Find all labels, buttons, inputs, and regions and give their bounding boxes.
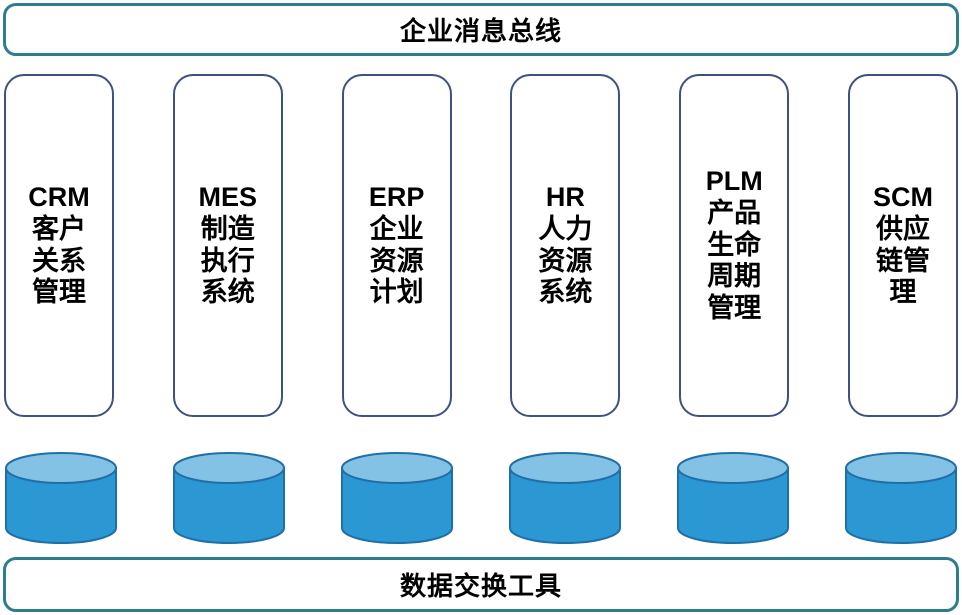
- database-cylinder-erp: [339, 450, 455, 546]
- system-card-erp-label: ERP 企业 资源 计划: [368, 181, 425, 308]
- system-card-erp: ERP 企业 资源 计划: [341, 74, 452, 417]
- database-cylinder-icon: [677, 452, 789, 544]
- database-cylinder-plm: [675, 450, 791, 546]
- database-cylinder-crm: [3, 450, 119, 546]
- databases-row: [3, 450, 959, 546]
- database-cylinder-icon: [5, 452, 117, 544]
- system-card-plm: PLM 产品 生命 周期 管理: [679, 74, 790, 417]
- database-cylinder-mes: [171, 450, 287, 546]
- database-cylinder-hr: [507, 450, 623, 546]
- database-cylinder-scm: [843, 450, 959, 546]
- data-exchange-tool-label: 数据交换工具: [399, 571, 562, 601]
- enterprise-message-bus-label: 企业消息总线: [399, 16, 562, 46]
- system-card-mes-label: MES 制造 执行 系统: [198, 181, 258, 308]
- database-cylinder-icon: [845, 452, 957, 544]
- system-card-crm-label: CRM 客户 关系 管理: [28, 181, 90, 308]
- database-cylinder-icon: [173, 452, 285, 544]
- system-card-mes: MES 制造 执行 系统: [172, 74, 283, 417]
- system-card-hr-label: HR 人力 资源 系统: [538, 181, 593, 308]
- systems-row: CRM 客户 关系 管理 MES 制造 执行 系统 ERP 企业 资源 计划 H…: [4, 74, 958, 417]
- database-cylinder-icon: [341, 452, 453, 544]
- system-card-plm-label: PLM 产品 生命 周期 管理: [705, 165, 763, 324]
- system-card-scm-label: SCM 供应 链管 理: [872, 181, 933, 308]
- system-card-scm: SCM 供应 链管 理: [847, 74, 958, 417]
- enterprise-message-bus: 企业消息总线: [3, 3, 959, 56]
- system-card-crm: CRM 客户 关系 管理: [4, 74, 114, 417]
- system-card-hr: HR 人力 资源 系统: [510, 74, 621, 417]
- data-exchange-tool-bar: 数据交换工具: [3, 557, 959, 612]
- database-cylinder-icon: [509, 452, 621, 544]
